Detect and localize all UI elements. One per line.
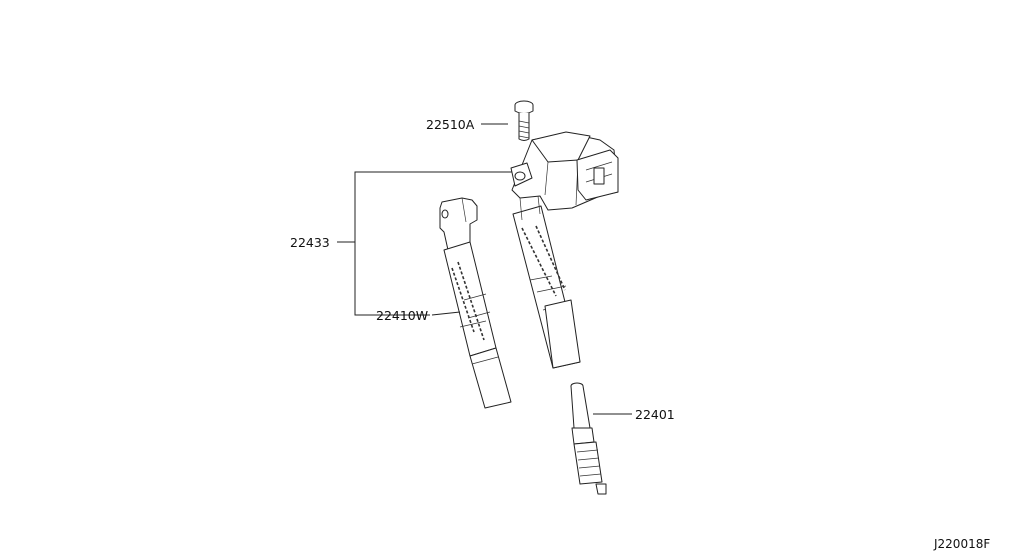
label-coil-assembly: 22433 [290,235,330,250]
label-coil-tube: 22410W [376,308,428,323]
diagram-code: J220018F [933,537,990,551]
spark-plug-22401-drawing [570,382,607,495]
coil-tube-22410w-drawing [439,197,512,409]
leader-line-tube [431,311,461,316]
label-spark-plug: 22401 [635,407,675,422]
ignition-coil-22433-drawing [510,131,619,369]
bolt-22510a-drawing [514,100,534,141]
label-bolt: 22510A [426,117,475,132]
leader-bracket-coil [354,171,512,316]
